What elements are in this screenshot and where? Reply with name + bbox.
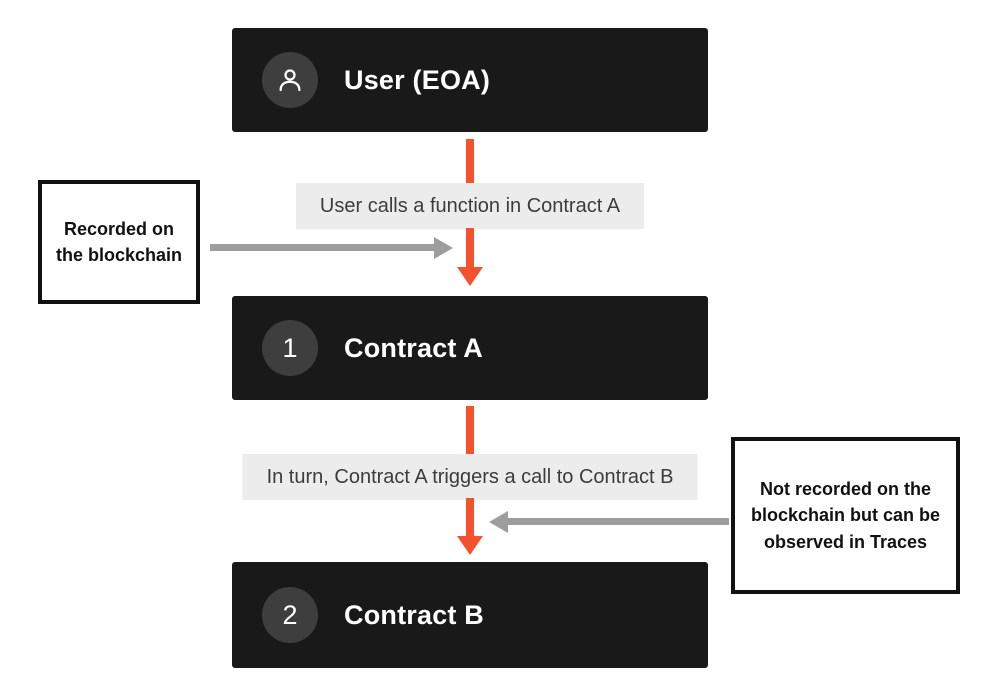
node-user-eoa: User (EOA) bbox=[232, 28, 708, 132]
gray-arrowhead-right-icon bbox=[434, 237, 453, 259]
node-contract-b: 2 Contract B bbox=[232, 562, 708, 668]
node-user-label: User (EOA) bbox=[344, 64, 491, 95]
arrow-line-user-to-label bbox=[466, 139, 474, 184]
node-contract-a: 1 Contract A bbox=[232, 296, 708, 400]
user-icon bbox=[279, 69, 301, 92]
contract-b-number-badge: 2 bbox=[262, 587, 318, 643]
annotation-recorded-text: Recorded on the blockchain bbox=[55, 218, 183, 265]
arrow-line-label-to-contract-b bbox=[466, 498, 474, 537]
gray-arrow-line-right bbox=[508, 518, 729, 525]
contract-a-number-badge: 1 bbox=[262, 320, 318, 376]
gray-arrow-line-left bbox=[210, 244, 436, 251]
arrowhead-to-contract-b-icon bbox=[457, 536, 483, 555]
annotation-not-recorded-text: Not recorded on the blockchain but can b… bbox=[750, 479, 941, 552]
arrowhead-to-contract-a-icon bbox=[457, 267, 483, 286]
arrow-line-label-to-contract-a bbox=[466, 228, 474, 269]
node-contract-b-label: Contract B bbox=[344, 599, 485, 630]
edge-label-contract-a-triggers-b: In turn, Contract A triggers a call to C… bbox=[242, 454, 698, 500]
gray-arrowhead-left-icon bbox=[489, 511, 508, 533]
node-contract-a-label: Contract A bbox=[344, 332, 484, 363]
arrow-line-contract-a-to-label bbox=[466, 406, 474, 455]
edge-label-user-calls-contract-a: User calls a function in Contract A bbox=[295, 183, 645, 229]
annotation-not-recorded-traces: Not recorded on the blockchain but can b… bbox=[731, 437, 960, 594]
annotation-recorded-on-blockchain: Recorded on the blockchain bbox=[38, 180, 200, 304]
user-badge bbox=[262, 52, 318, 108]
